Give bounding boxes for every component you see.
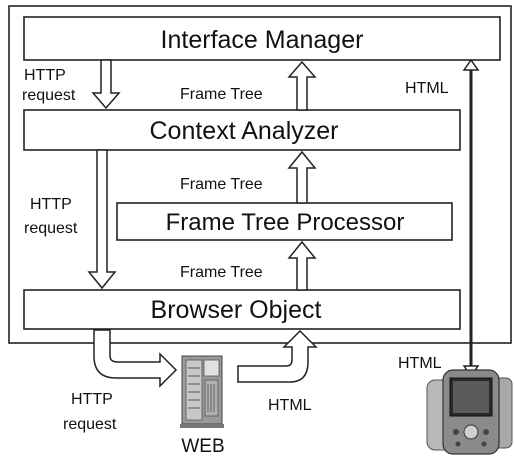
http-request-mid-label-line1: HTTP	[30, 196, 72, 213]
http-request-top-label-line2: request	[22, 87, 76, 104]
web-label: WEB	[181, 436, 224, 457]
frame-tree-up-arrow-1	[287, 60, 317, 111]
html-right-bottom-label: HTML	[398, 355, 442, 372]
http-request-top-label-line1: HTTP	[24, 67, 66, 84]
interface-manager-box	[23, 16, 501, 61]
http-request-bottom-label-line2: request	[63, 416, 117, 433]
http-request-bottom-label-line1: HTTP	[71, 391, 113, 408]
http-request-down-arrow-2	[87, 149, 117, 290]
pda-devices-icon	[426, 369, 513, 455]
html-from-web-arrow	[237, 329, 318, 383]
html-right-top-label: HTML	[405, 80, 449, 97]
context-analyzer-box	[23, 109, 461, 151]
frame-tree-processor-box	[116, 202, 453, 241]
html-link-arrowhead-top	[462, 58, 480, 71]
frame-tree-processor-label: Frame Tree Processor	[166, 209, 405, 236]
frame-tree-up-arrow-2	[287, 150, 317, 204]
html-bottom-label: HTML	[268, 397, 312, 414]
context-analyzer-label: Context Analyzer	[150, 117, 339, 145]
browser-object-label: Browser Object	[151, 296, 322, 324]
frame-tree-label-1: Frame Tree	[180, 86, 263, 103]
browser-object-box	[23, 289, 461, 330]
frame-tree-up-arrow-3	[287, 240, 317, 291]
web-server-icon	[180, 355, 224, 428]
http-request-to-web-arrow	[93, 329, 178, 388]
interface-manager-label: Interface Manager	[161, 26, 364, 54]
frame-tree-label-3: Frame Tree	[180, 264, 263, 281]
http-request-mid-label-line2: request	[24, 220, 78, 237]
frame-tree-label-2: Frame Tree	[180, 176, 263, 193]
system-frame	[8, 5, 512, 344]
http-request-down-arrow-1	[91, 59, 121, 110]
